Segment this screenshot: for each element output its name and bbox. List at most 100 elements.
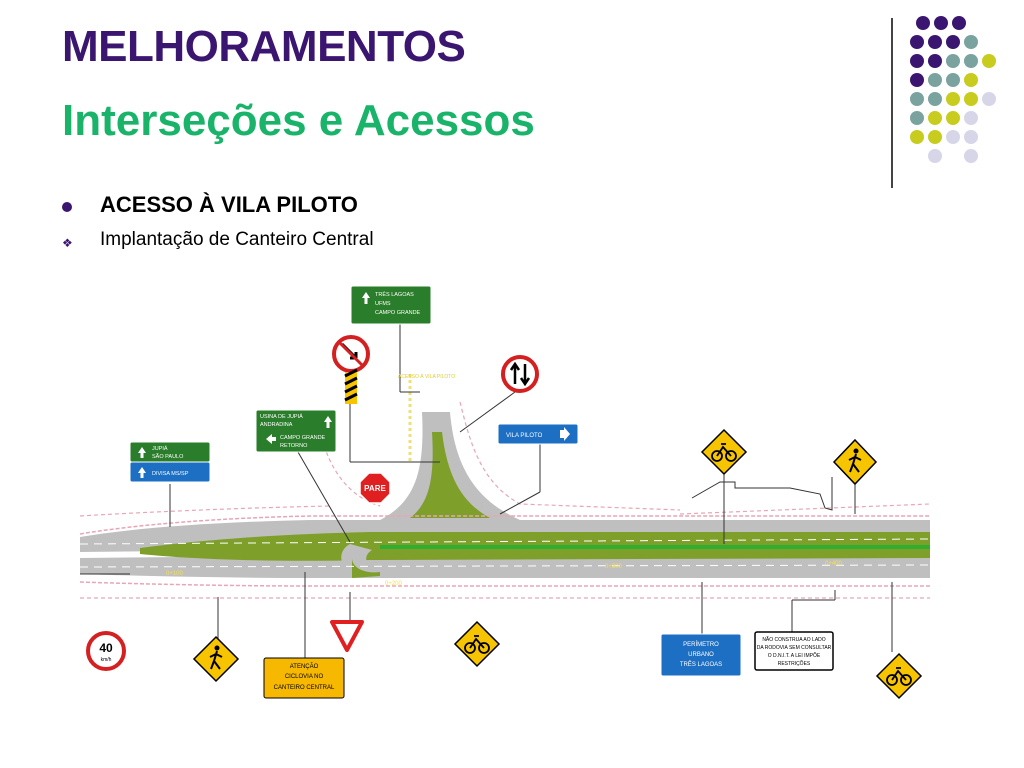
dot xyxy=(934,16,948,30)
sign-tres-lagoas: TRÊS LAGOAS UFMS CAMPO GRANDE xyxy=(350,285,432,325)
sign-nao-construa: NÃO CONSTRUA AO LADO DA RODOVIA SEM CONS… xyxy=(754,631,834,671)
slide-subtitle: Interseções e Acessos xyxy=(62,96,535,145)
sign-acesso-label: ACESSO À VILA PILOTO xyxy=(398,373,455,380)
sign-text: URBANO xyxy=(688,652,714,658)
sign-text: VILA PILOTO xyxy=(506,433,543,439)
dot xyxy=(946,111,960,125)
sign-usina-jupia: USINA DE JUPIÁ ANDRADINA CAMPO GRANDE RE… xyxy=(255,409,337,453)
dot xyxy=(916,16,930,30)
sign-text: UFMS xyxy=(375,301,391,307)
dot xyxy=(964,54,978,68)
lane-marking xyxy=(80,538,930,545)
sign-text: JUPIÁ xyxy=(152,445,168,452)
road-layout xyxy=(80,374,930,599)
sign-text: DA RODOVIA SEM CONSULTAR xyxy=(757,645,832,651)
arrow-up-icon xyxy=(362,292,370,304)
dot xyxy=(910,35,924,49)
station-label: 0+400 xyxy=(825,561,843,567)
sign-two-way xyxy=(501,355,539,393)
sign-text: USINA DE JUPIÁ xyxy=(260,413,303,420)
loop-island xyxy=(352,558,380,578)
sign-pare-text: PARE xyxy=(364,484,386,493)
sign-bicycle-warning xyxy=(453,620,501,668)
access-island xyxy=(410,432,490,518)
sign-text: TRÊS LAGOAS xyxy=(375,290,414,298)
property-line xyxy=(691,477,833,511)
arrow-up-icon xyxy=(138,467,146,478)
bike-lane xyxy=(380,545,930,549)
speed-value: 40 xyxy=(99,641,113,655)
dot xyxy=(928,92,942,106)
bullet-main-text: ACESSO À VILA PILOTO xyxy=(100,192,358,217)
sign-bicycle-warning xyxy=(700,428,748,476)
sign-vila-piloto: VILA PILOTO xyxy=(497,423,579,445)
sign-text: O D.N.I.T. A LEI IMPÕE xyxy=(768,652,821,659)
fence-north-west xyxy=(80,505,331,517)
boundary-north xyxy=(80,515,930,535)
slide-title: MELHORAMENTOS xyxy=(62,22,466,71)
dot xyxy=(910,130,924,144)
sign-text: ATENÇÃO xyxy=(290,663,319,670)
dot xyxy=(946,130,960,144)
fence-access-east xyxy=(459,401,681,511)
intersection-diagram: 0+100 0+200 0+300 0+400 TRÊS LAGOAS UFMS… xyxy=(80,285,930,700)
dot xyxy=(952,16,966,30)
sign-text: TRÊS LAGOAS xyxy=(680,660,722,668)
sign-atencao-ciclovia: ATENÇÃO CICLOVIA NO CANTEIRO CENTRAL xyxy=(263,657,345,699)
sign-text: DIVISA MS/SP xyxy=(152,471,189,477)
two-way-arrows-icon xyxy=(509,361,531,387)
dot xyxy=(982,92,996,106)
dot xyxy=(928,130,942,144)
dot xyxy=(982,54,996,68)
arrow-right-icon xyxy=(560,427,570,441)
dot xyxy=(910,73,924,87)
sign-pedestrian-warning xyxy=(832,438,878,486)
bullet-diamond-icon: ❖ xyxy=(62,236,73,250)
dot xyxy=(964,149,978,163)
sign-speed-limit: 40 km/h xyxy=(86,631,126,671)
station-label: 0+100 xyxy=(166,571,184,577)
sign-text: ANDRADINA xyxy=(260,422,293,428)
dot xyxy=(946,35,960,49)
dot xyxy=(928,35,942,49)
bullet-sub-text: Implantação de Canteiro Central xyxy=(100,229,374,250)
station-label: 0+200 xyxy=(385,581,403,587)
dot xyxy=(964,130,978,144)
dot xyxy=(928,54,942,68)
dot xyxy=(946,54,960,68)
station-label: 0+300 xyxy=(605,564,623,570)
sign-text: RESTRIÇÕES xyxy=(778,660,811,667)
speed-unit: km/h xyxy=(101,657,112,663)
decorative-dots xyxy=(900,14,1020,174)
dot xyxy=(910,54,924,68)
bullet-circle xyxy=(62,202,72,212)
return-loop xyxy=(341,544,380,576)
dot xyxy=(946,73,960,87)
dot xyxy=(964,111,978,125)
sign-bicycle-warning xyxy=(875,652,923,700)
lane-marking xyxy=(80,564,930,568)
dot xyxy=(928,73,942,87)
fence-north-east xyxy=(679,503,930,515)
dot xyxy=(964,92,978,106)
access-road xyxy=(380,412,520,520)
dot xyxy=(964,35,978,49)
sign-yield xyxy=(330,620,364,652)
dot xyxy=(910,92,924,106)
sign-pedestrian-warning xyxy=(192,635,240,683)
boundary-south xyxy=(80,581,930,587)
dot xyxy=(928,149,942,163)
sign-no-turn xyxy=(332,335,370,404)
divider-line xyxy=(891,18,893,188)
dot xyxy=(928,111,942,125)
sign-text: CAMPO GRANDE xyxy=(280,435,326,441)
sign-text: RETORNO xyxy=(280,443,308,449)
dot xyxy=(964,73,978,87)
sign-text: CAMPO GRANDE xyxy=(375,310,421,316)
sign-text: SÃO PAULO xyxy=(152,453,184,460)
sign-text: CANTEIRO CENTRAL xyxy=(274,685,335,691)
sign-pare: PARE xyxy=(359,472,391,504)
dot xyxy=(910,111,924,125)
sign-text: NÃO CONSTRUA AO LADO xyxy=(762,636,825,643)
arrow-up-icon xyxy=(138,447,146,458)
